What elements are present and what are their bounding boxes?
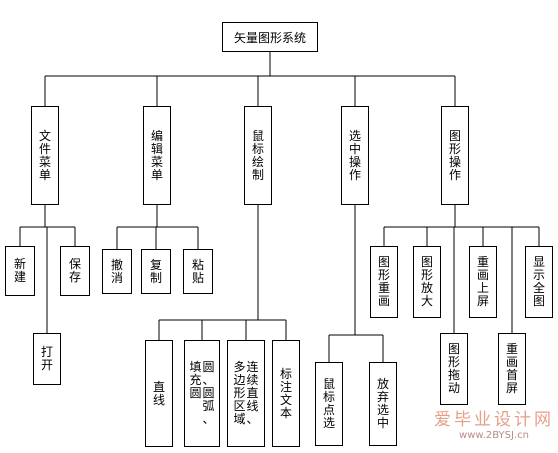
node-label: 显示全图 [532, 255, 545, 308]
node-label: 图形重画 [377, 255, 390, 308]
node-polyline: 连续直线、 多边形区域 [227, 340, 265, 447]
node-label: 复制 [149, 257, 162, 285]
node-shape-drag: 图形拖动 [440, 333, 468, 405]
node-mouse-draw: 鼠标绘制 [244, 106, 272, 205]
node-label: 打开 [40, 345, 53, 372]
root-node: 矢量图形系统 [222, 22, 318, 52]
node-line: 直线 [145, 340, 173, 447]
node-label: 文件菜单 [38, 128, 51, 182]
node-label: 图形放大 [420, 255, 433, 308]
node-shape-zoom: 图形放大 [413, 246, 441, 318]
node-undo: 撤消 [102, 249, 132, 294]
node-redraw-first: 重画首屏 [498, 333, 526, 405]
node-copy: 复制 [141, 249, 171, 294]
watermark: 爱毕业设计网 www.2BYSJ.cn [432, 405, 556, 441]
node-label-col: 连续直线、 [246, 360, 259, 426]
node-label: 直线 [152, 379, 165, 407]
watermark-url: www.2BYSJ.cn [459, 430, 529, 441]
node-redraw-top: 重画上屏 [469, 246, 497, 318]
node-label: 撤消 [110, 257, 123, 285]
node-label: 鼠标点选 [322, 377, 335, 430]
node-new: 新建 [5, 246, 35, 296]
node-drop-selection: 放弃选中 [369, 362, 397, 446]
node-label-col: 多边形区域 [233, 360, 246, 426]
node-label: 图形拖动 [447, 342, 460, 395]
node-label: 放弃选中 [376, 377, 389, 430]
node-label: 重画首屏 [505, 342, 518, 395]
node-label: 鼠标绘制 [251, 128, 264, 182]
node-annotate-text: 标注文本 [272, 340, 300, 447]
node-label: 连续直线、 多边形区域 [233, 361, 258, 426]
node-label: 标注文本 [279, 366, 292, 420]
node-circle: 圆、圆弧、 填充圆 [184, 340, 220, 447]
node-label: 选中操作 [348, 128, 361, 182]
node-label: 保存 [68, 257, 81, 284]
watermark-text: 爱毕业设计网 [434, 410, 554, 430]
node-shape-redraw: 图形重画 [370, 246, 398, 318]
node-label-col: 圆、圆弧、 [202, 360, 215, 426]
node-open: 打开 [33, 333, 61, 385]
node-label: 圆、圆弧、 填充圆 [189, 361, 214, 426]
node-shape-ops: 图形操作 [441, 106, 469, 205]
node-paste: 粘贴 [183, 249, 213, 294]
node-label-col: 填充圆 [189, 360, 202, 400]
root-node-label: 矢量图形系统 [233, 30, 306, 45]
node-file-menu: 文件菜单 [31, 106, 59, 205]
node-show-all: 显示全图 [525, 246, 553, 318]
node-label: 新建 [13, 257, 26, 284]
node-label: 重画上屏 [476, 255, 489, 308]
node-mouse-pick: 鼠标点选 [315, 362, 343, 446]
node-edit-menu: 编辑菜单 [143, 106, 171, 205]
node-label: 图形操作 [448, 128, 461, 182]
node-select-ops: 选中操作 [341, 106, 369, 205]
node-label: 编辑菜单 [150, 128, 163, 182]
node-label: 粘贴 [191, 257, 204, 285]
node-save: 保存 [60, 246, 90, 296]
